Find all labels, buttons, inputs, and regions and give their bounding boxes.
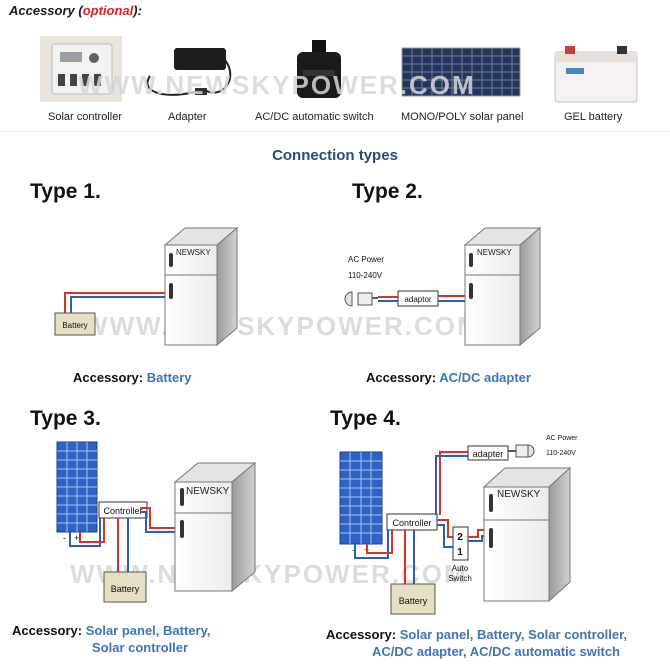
fridge: NEWSKY	[463, 226, 542, 347]
battery-label: Battery	[62, 321, 87, 330]
watermark: WWW.NEWSKYPOWER.COM	[83, 311, 481, 341]
accessory-caption-adapter: Adapter	[168, 111, 207, 123]
fridge: NEWSKY	[163, 226, 239, 347]
accessory-caption-battery: GEL battery	[564, 111, 623, 123]
ac-power-label: AC Power	[348, 255, 384, 264]
divider	[0, 131, 670, 132]
type-4-diagram: - + Controller Battery adapter AC Power …	[339, 435, 578, 615]
fridge-brand: NEWSKY	[176, 248, 211, 257]
adaptor-box	[397, 290, 439, 307]
adapter-icon	[146, 48, 232, 96]
type-2-accessory: Accessory: AC/DC adapter	[366, 370, 531, 385]
gel-battery-icon	[554, 46, 638, 103]
minus-sign: -	[63, 533, 66, 543]
solar-panel	[56, 441, 98, 533]
controller-box	[386, 513, 438, 531]
adaptor-label: adaptor	[404, 295, 431, 304]
controller-label: Controller	[392, 518, 431, 528]
switch-label: Switch	[448, 574, 472, 583]
optional-label: optional	[82, 3, 134, 18]
plus-sign: +	[74, 533, 79, 543]
type-3-title: Type 3.	[30, 407, 101, 430]
auto-switch-box	[452, 526, 469, 561]
auto-switch-icon	[297, 40, 341, 98]
adapter-box	[467, 445, 509, 461]
solar-panel-icon	[401, 47, 521, 97]
battery: Battery	[390, 583, 436, 615]
accessory-caption-controller: Solar controller	[48, 111, 122, 123]
battery: Battery	[54, 312, 96, 336]
fridge: NEWSKY	[482, 466, 572, 603]
controller-label: Controller	[103, 506, 142, 516]
ac-power-label: AC Power	[546, 435, 578, 442]
type-3-diagram: - + Controller Battery NEWSKY	[56, 441, 257, 603]
type-2-title: Type 2.	[352, 180, 423, 203]
accessory-caption-panel: MONO/POLY solar panel	[401, 111, 524, 123]
accessory-thumbnails	[40, 36, 638, 103]
watermark: WWW.NEWSKYPOWER.COM	[78, 70, 476, 100]
fridge-brand: NEWSKY	[186, 486, 230, 497]
type-2-diagram: NEWSKY AC Power 110-240V adaptor	[344, 226, 542, 347]
controller-box	[98, 501, 148, 519]
solar-controller-icon	[40, 36, 122, 102]
type-1-diagram: NEWSKY Battery	[54, 226, 239, 347]
accessory-title: Accessory (optional):	[9, 3, 142, 18]
plug-icon	[515, 444, 535, 458]
battery-label: Battery	[111, 584, 140, 594]
type-1-accessory: Accessory: Battery	[73, 370, 192, 385]
accessory-caption-switch: AC/DC automatic switch	[255, 111, 374, 123]
type-4-title: Type 4.	[330, 407, 401, 430]
type-1-title: Type 1.	[30, 180, 101, 203]
switch-input-2: 2	[457, 532, 463, 543]
plug-icon	[344, 291, 378, 307]
auto-label: Auto	[452, 564, 469, 573]
switch-input-1: 1	[457, 547, 463, 558]
battery: Battery	[103, 571, 147, 603]
voltage-label: 110-240V	[546, 450, 576, 457]
voltage-label: 110-240V	[348, 271, 383, 280]
fridge: NEWSKY	[173, 461, 257, 593]
minus-sign: -	[352, 545, 355, 555]
type-3-accessory: Accessory: Solar panel, Battery,Solar co…	[12, 623, 211, 655]
battery-label: Battery	[399, 596, 428, 606]
solar-panel	[339, 451, 383, 545]
connection-types-title: Connection types	[272, 147, 398, 164]
adapter-label: adapter	[473, 449, 504, 459]
fridge-brand: NEWSKY	[477, 248, 512, 257]
type-4-accessory: Accessory: Solar panel, Battery, Solar c…	[326, 627, 628, 659]
fridge-brand: NEWSKY	[497, 489, 541, 500]
